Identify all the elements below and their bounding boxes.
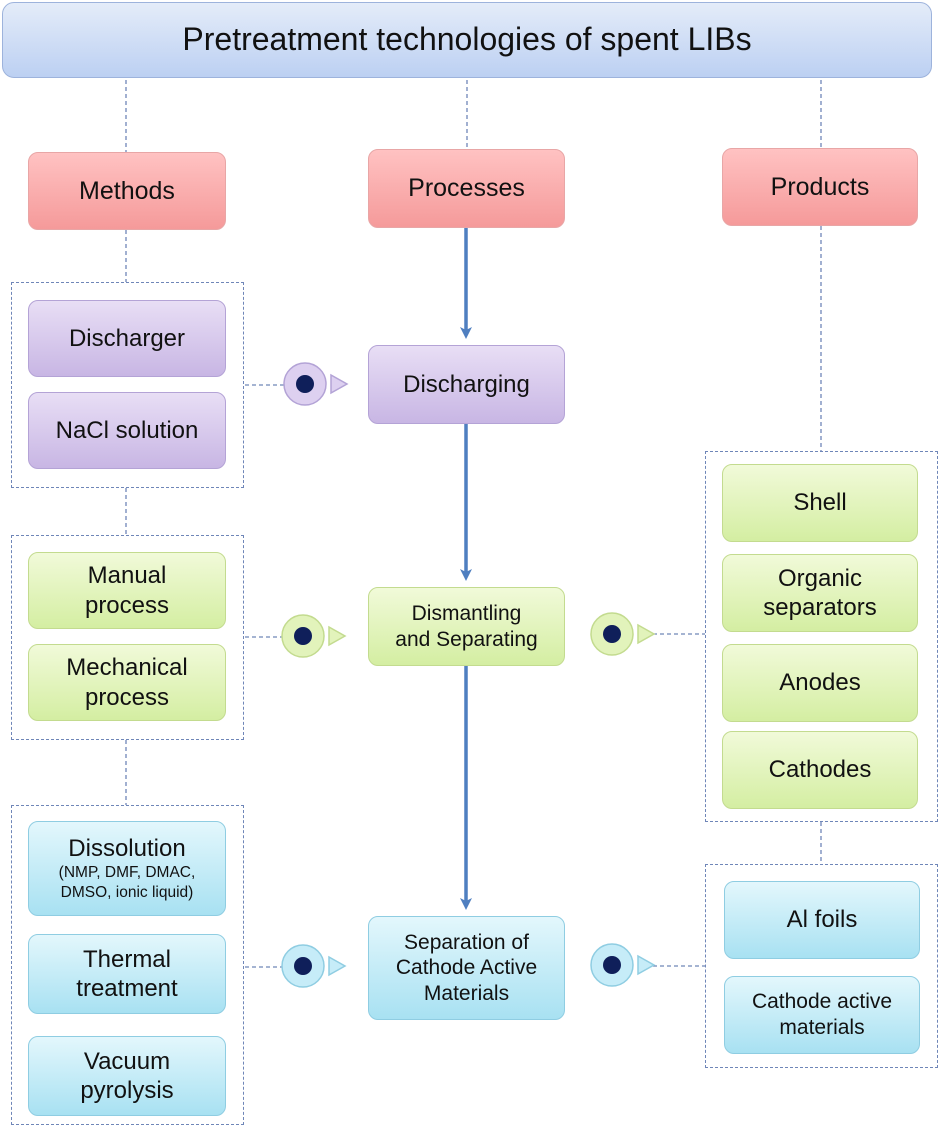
product-shell-label: Shell xyxy=(793,489,847,517)
connector-icon-separation-left xyxy=(281,944,347,988)
method-manual-process: Manual process xyxy=(28,552,226,629)
header-processes-label: Processes xyxy=(408,174,525,203)
products-group-separation xyxy=(705,864,938,1068)
process-separation-line-3: Materials xyxy=(423,981,510,1005)
method-dissolution-label: Dissolution xyxy=(68,834,186,862)
process-dismantling-separating: Dismantling and Separating xyxy=(368,587,565,666)
method-vacuum-line-1: Vacuum xyxy=(83,1047,171,1075)
method-thermal-line-1: Thermal xyxy=(82,945,171,973)
process-discharging: Discharging xyxy=(368,345,565,424)
product-cathodes-label: Cathodes xyxy=(768,756,872,784)
method-dissolution-solvents-line-2: DMSO, ionic liquid) xyxy=(60,884,194,902)
product-cathodes: Cathodes xyxy=(722,731,918,809)
methods-group-separation xyxy=(11,805,244,1125)
method-dissolution: Dissolution (NMP, DMF, DMAC, DMSO, ionic… xyxy=(28,821,226,916)
diagram-title-text: Pretreatment technologies of spent LIBs xyxy=(182,21,752,58)
product-al-foils-label: Al foils xyxy=(786,906,858,934)
method-mechanical-process: Mechanical process xyxy=(28,644,226,721)
process-dismantling-line-1: Dismantling xyxy=(411,601,522,625)
method-discharger: Discharger xyxy=(28,300,226,377)
connector-icon-separation-right xyxy=(590,943,656,987)
product-organic-line-1: Organic xyxy=(777,564,863,592)
method-nacl-label: NaCl solution xyxy=(55,416,199,444)
product-shell: Shell xyxy=(722,464,918,542)
products-group-dismantling xyxy=(705,451,938,822)
method-vacuum-line-2: pyrolysis xyxy=(80,1077,174,1104)
header-methods: Methods xyxy=(28,152,226,230)
process-separation-line-1: Separation of xyxy=(404,930,529,954)
product-al-foils: Al foils xyxy=(724,881,920,959)
method-nacl-solution: NaCl solution xyxy=(28,392,226,469)
header-methods-label: Methods xyxy=(79,176,175,205)
method-dissolution-solvents-line-1: (NMP, DMF, DMAC, xyxy=(58,863,196,881)
method-vacuum-pyrolysis: Vacuum pyrolysis xyxy=(28,1036,226,1116)
process-separation-line-2: Cathode Active xyxy=(395,956,538,980)
connector-icon-dismantling-left xyxy=(281,614,347,658)
product-anodes: Anodes xyxy=(722,644,918,722)
methods-group-discharging xyxy=(11,282,244,488)
process-separation-cathode: Separation of Cathode Active Materials xyxy=(368,916,565,1020)
method-thermal-treatment: Thermal treatment xyxy=(28,934,226,1014)
header-products: Products xyxy=(722,148,918,226)
connector-icon-dismantling-right xyxy=(590,612,656,656)
method-mechanical-line-1: Mechanical xyxy=(66,654,188,682)
product-organic-line-2: separators xyxy=(763,594,877,621)
method-discharger-label: Discharger xyxy=(68,324,186,352)
header-products-label: Products xyxy=(770,172,870,201)
product-anodes-label: Anodes xyxy=(779,669,861,697)
methods-group-dismantling xyxy=(11,535,244,740)
product-cam-line-2: materials xyxy=(779,1016,865,1039)
product-organic-separators: Organic separators xyxy=(722,554,918,632)
method-manual-line-2: process xyxy=(84,591,170,619)
product-cathode-active-materials: Cathode active materials xyxy=(724,976,920,1054)
process-discharging-label: Discharging xyxy=(403,370,530,398)
product-cam-line-1: Cathode active xyxy=(751,990,893,1014)
method-manual-line-1: Manual xyxy=(87,562,167,590)
diagram-title: Pretreatment technologies of spent LIBs xyxy=(2,2,932,78)
method-thermal-line-2: treatment xyxy=(76,975,178,1002)
process-dismantling-line-2: and Separating xyxy=(395,627,538,651)
header-processes: Processes xyxy=(368,149,565,228)
connector-icon-discharging xyxy=(283,362,349,406)
method-mechanical-line-2: process xyxy=(84,683,170,711)
